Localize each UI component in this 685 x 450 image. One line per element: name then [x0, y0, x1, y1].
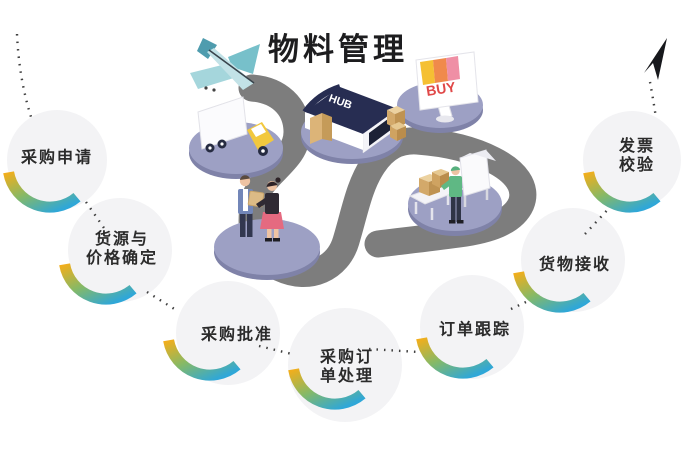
- road-path: [238, 74, 537, 287]
- airplane-icon: [190, 38, 260, 92]
- truck-illustration: [197, 96, 274, 156]
- hub-warehouse-illustration: HUB: [302, 84, 406, 154]
- progress-arc-4: [288, 368, 366, 410]
- dotted-connector-4-5: [368, 347, 420, 354]
- dotted-connectors: [15, 33, 658, 356]
- faint-step-circles: [7, 110, 681, 422]
- progress-arcs: [3, 171, 661, 410]
- progress-arc-6: [513, 271, 591, 313]
- dotted-connector-2-3: [146, 290, 177, 312]
- compass-arrow-icon: [644, 38, 667, 80]
- progress-arc-7: [583, 171, 661, 213]
- handshake-people-illustration: [238, 175, 284, 242]
- dotted-trail-compass: [648, 81, 658, 119]
- dotted-connector-1-2: [85, 201, 105, 229]
- step-label-order-processing: 采购订 单处理: [319, 348, 375, 385]
- step-label-goods-receipt: 货物接收: [538, 256, 612, 274]
- progress-arc-2: [59, 263, 137, 305]
- step-label-source-and-price: 货源与 价格确定: [85, 230, 159, 267]
- progress-arc-1: [3, 171, 81, 213]
- step-label-order-tracking: 订单跟踪: [438, 321, 512, 339]
- step-label-purchase-approval: 采购批准: [200, 326, 274, 344]
- step-label-purchase-request: 采购申请: [20, 149, 94, 167]
- buy-sign-text: BUY: [425, 78, 457, 99]
- step-label-invoice-verification: 发票校验: [618, 137, 655, 174]
- goods-inspection-illustration: [408, 149, 496, 224]
- hub-cargo-boxes: [310, 106, 406, 144]
- progress-arc-3: [163, 339, 241, 381]
- page-title: 物料管理: [268, 32, 408, 67]
- dotted-trail-top-left: [15, 33, 34, 121]
- buy-billboard-illustration: BUY: [415, 51, 479, 123]
- progress-arc-5: [416, 337, 494, 379]
